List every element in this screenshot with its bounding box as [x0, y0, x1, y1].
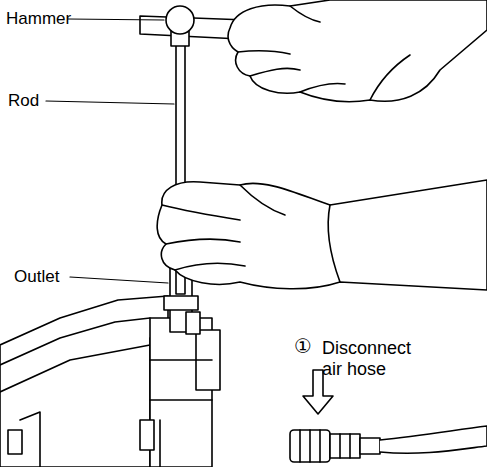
callout-number: ①	[294, 335, 312, 358]
part-label: Rod	[8, 91, 39, 111]
part-label: Outlet	[14, 267, 59, 287]
upper-hand	[228, 0, 487, 102]
lower-hand	[157, 180, 487, 290]
leader-lines	[46, 19, 174, 283]
instruction-text: Disconnect air hose	[322, 338, 434, 379]
air-hose-coupler	[290, 426, 487, 462]
part-label: Hammer	[6, 9, 71, 29]
nailer-body	[0, 262, 220, 467]
